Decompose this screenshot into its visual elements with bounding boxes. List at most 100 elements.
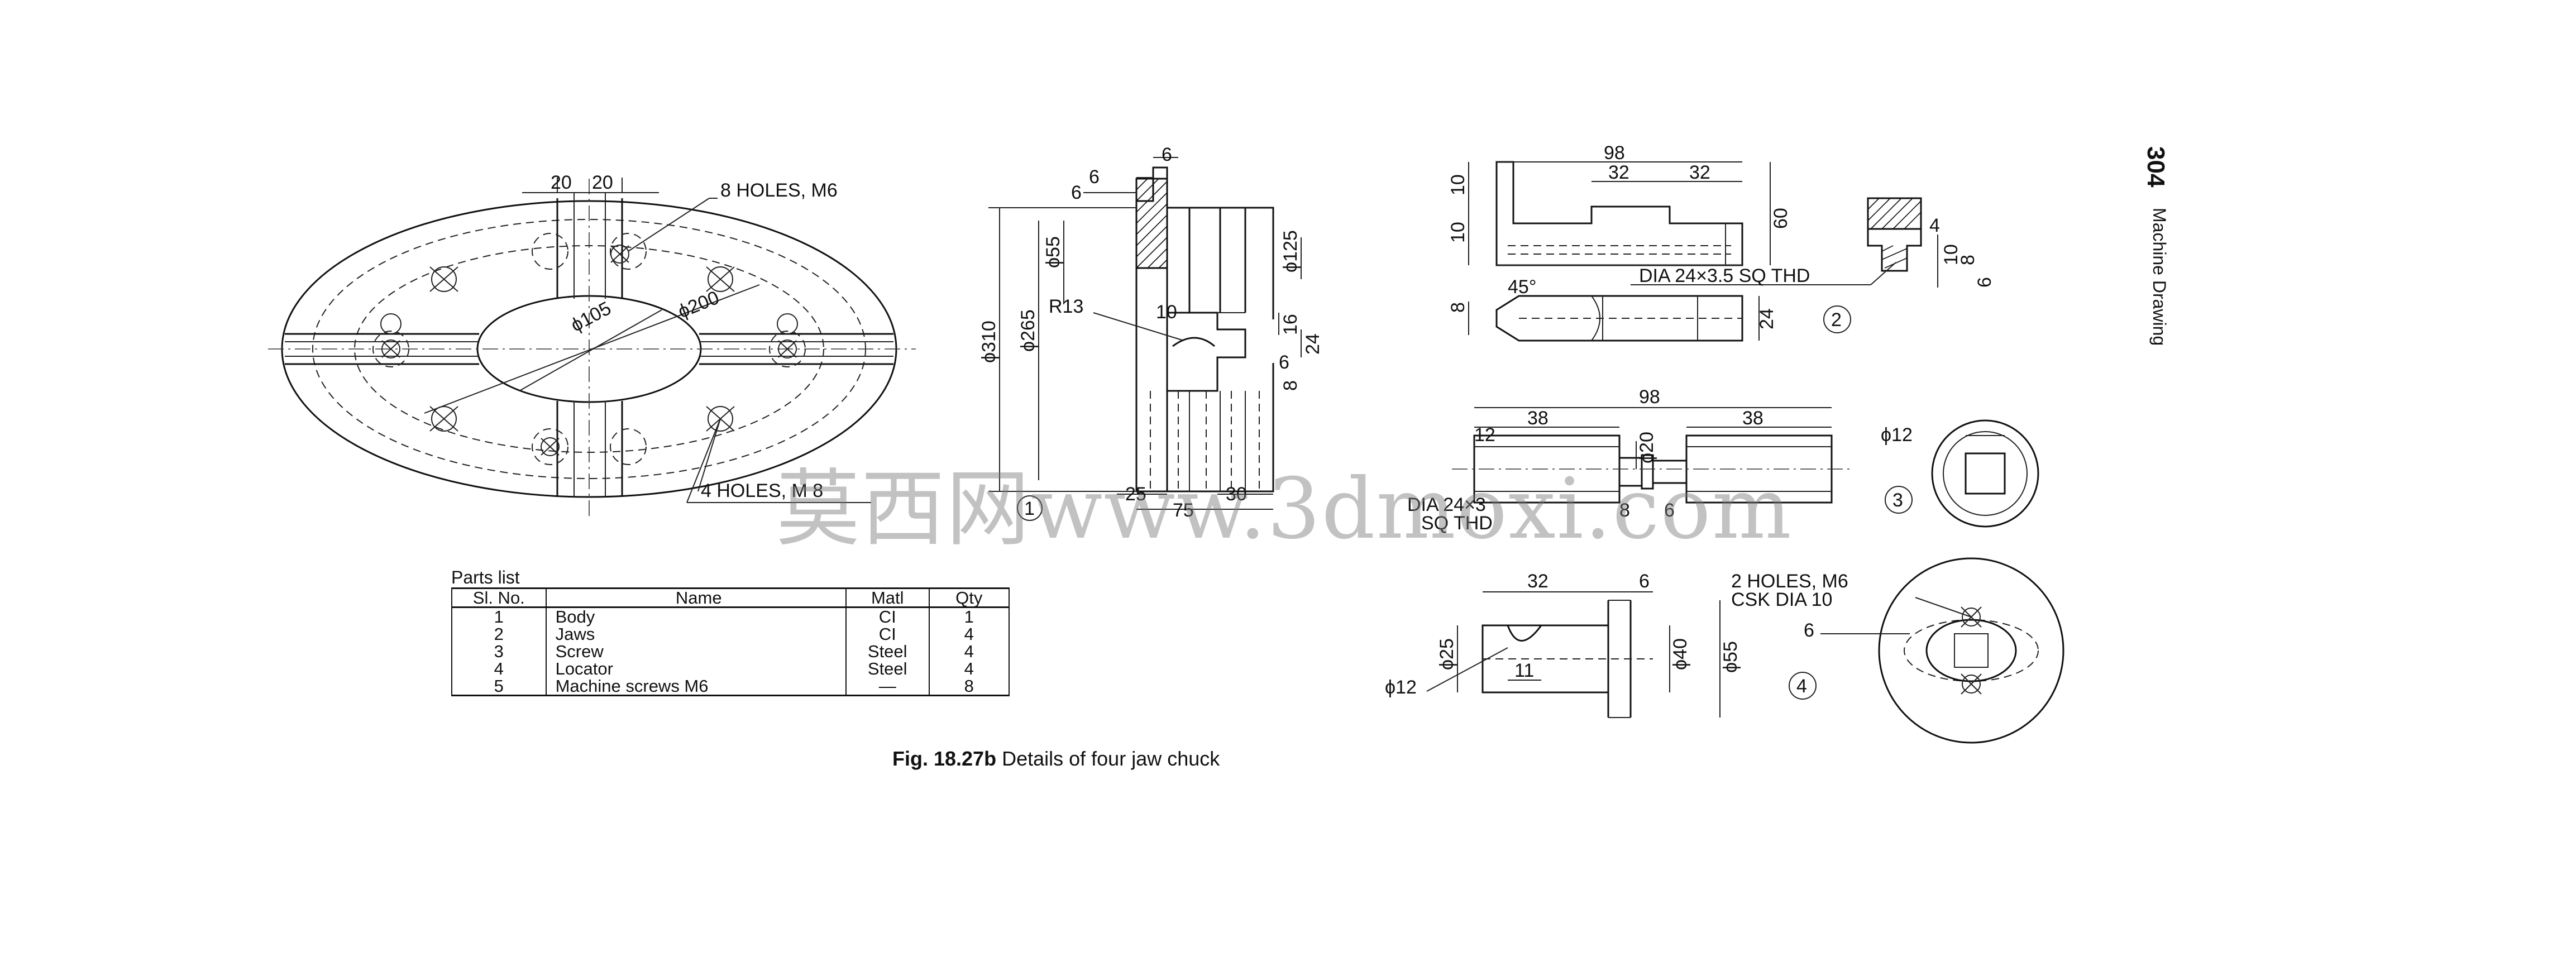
figure-label: Fig. 18.27b bbox=[892, 747, 997, 770]
parts-cell-qty: 4 bbox=[928, 643, 1010, 660]
locator-balloon-4: 4 bbox=[1796, 676, 1807, 697]
jaw-dim-32-b: 32 bbox=[1689, 162, 1710, 183]
jaw-dim-6: 6 bbox=[1974, 277, 1995, 288]
screw-dim-8: 8 bbox=[1619, 500, 1630, 521]
locator-dim-dia-40: ϕ40 bbox=[1670, 638, 1691, 670]
parts-header-name: Name bbox=[545, 587, 847, 608]
locator-dim-dia-12: ϕ12 bbox=[1385, 677, 1417, 698]
body-dim-20-b: 20 bbox=[592, 172, 613, 193]
table-row: 1 Body CI 1 bbox=[451, 607, 1010, 625]
jaw-dim-98: 98 bbox=[1604, 142, 1625, 164]
screw-dim-38-a: 38 bbox=[1527, 408, 1549, 429]
screw-dim-98: 98 bbox=[1639, 386, 1660, 408]
screw-end-dim-dia-12: ϕ12 bbox=[1881, 424, 1913, 446]
parts-cell-name: Jaws bbox=[545, 625, 847, 643]
section-dim-6-d: 6 bbox=[1279, 352, 1289, 373]
section-dim-6-b: 6 bbox=[1071, 182, 1082, 203]
body-note-8-holes: 8 HOLES, M6 bbox=[720, 180, 838, 201]
parts-cell-no: 5 bbox=[451, 677, 547, 696]
watermark-text: 莫西网www.3dmoxi.com bbox=[776, 461, 1793, 558]
parts-cell-qty: 1 bbox=[928, 607, 1010, 625]
parts-cell-qty: 4 bbox=[928, 660, 1010, 677]
jaw-dim-10-c: 10 bbox=[1941, 244, 1962, 265]
table-row: 2 Jaws CI 4 bbox=[451, 625, 1010, 643]
parts-header-sl-no: Sl. No. bbox=[451, 587, 547, 608]
screw-dim-dia-20: ϕ20 bbox=[1636, 432, 1657, 463]
pin-view: 8 45° 24 2 bbox=[1447, 276, 1851, 342]
section-dim-30: 30 bbox=[1226, 484, 1247, 505]
section-dim-10: 10 bbox=[1156, 302, 1177, 323]
locator-end-dim-6: 6 bbox=[1804, 620, 1814, 641]
screw-dim-38-b: 38 bbox=[1742, 408, 1763, 429]
section-dim-24: 24 bbox=[1302, 333, 1323, 355]
parts-cell-matl: CI bbox=[845, 625, 930, 643]
parts-cell-matl: Steel bbox=[845, 660, 930, 677]
section-dim-16: 16 bbox=[1280, 314, 1301, 335]
locator-dim-dia-55: ϕ55 bbox=[1720, 641, 1741, 673]
parts-header-qty: Qty bbox=[928, 587, 1010, 608]
table-row: 3 Screw Steel 4 bbox=[451, 643, 1010, 660]
screw-dim-6: 6 bbox=[1664, 500, 1675, 521]
section-balloon-1: 1 bbox=[1024, 498, 1035, 519]
jaw-view: 98 32 32 10 10 60 4 10 8 6 DIA 24×3.5 SQ… bbox=[1447, 142, 1995, 288]
locator-note-line-2: CSK DIA 10 bbox=[1731, 589, 1832, 610]
running-head: Machine Drawing bbox=[2149, 208, 2169, 346]
locator-dim-6: 6 bbox=[1639, 571, 1650, 592]
parts-cell-name: Locator bbox=[545, 660, 847, 677]
parts-list-header-row: Sl. No. Name Matl Qty bbox=[451, 587, 1010, 608]
section-dim-6-a: 6 bbox=[1089, 166, 1100, 188]
parts-cell-qty: 8 bbox=[928, 677, 1010, 696]
parts-list-table: Sl. No. Name Matl Qty 1 Body CI 1 2 Jaws… bbox=[451, 587, 1010, 696]
parts-cell-name: Body bbox=[545, 607, 847, 625]
parts-cell-name: Machine screws M6 bbox=[545, 677, 847, 696]
screw-note-line-2: SQ THD bbox=[1421, 513, 1493, 534]
pin-dim-45deg: 45° bbox=[1508, 276, 1536, 298]
section-dim-8: 8 bbox=[1280, 380, 1301, 391]
section-dim-dia-55: ϕ55 bbox=[1043, 236, 1064, 268]
locator-dim-32: 32 bbox=[1527, 571, 1549, 592]
parts-cell-matl: — bbox=[845, 677, 930, 696]
jaw-dim-10-a: 10 bbox=[1447, 174, 1469, 195]
jaw-dim-8: 8 bbox=[1957, 255, 1978, 265]
jaw-dim-32-a: 32 bbox=[1608, 162, 1629, 183]
locator-note-line-1: 2 HOLES, M6 bbox=[1731, 571, 1848, 592]
section-dim-dia-125: ϕ125 bbox=[1280, 230, 1301, 272]
screw-dim-12: 12 bbox=[1474, 424, 1495, 446]
body-note-4-holes: 4 HOLES, M 8 bbox=[701, 480, 823, 501]
jaw-dim-60: 60 bbox=[1770, 208, 1791, 229]
parts-cell-qty: 4 bbox=[928, 625, 1010, 643]
section-dim-dia-265: ϕ265 bbox=[1017, 309, 1039, 352]
locator-view: 32 6 ϕ25 ϕ40 ϕ55 ϕ12 11 2 HOLES, M6 CSK … bbox=[1385, 557, 2064, 744]
section-dim-r13: R13 bbox=[1049, 296, 1083, 317]
pin-balloon-2: 2 bbox=[1831, 309, 1842, 331]
table-row: 5 Machine screws M6 — 8 bbox=[451, 677, 1010, 696]
page-number: 304 bbox=[2142, 146, 2169, 188]
screw-balloon-3: 3 bbox=[1892, 490, 1903, 511]
body-section-view: 6 6 6 ϕ310 ϕ265 ϕ55 ϕ125 R13 10 16 24 6 … bbox=[978, 144, 1323, 521]
section-dim-6-c: 6 bbox=[1162, 144, 1172, 165]
section-dim-25: 25 bbox=[1125, 484, 1146, 505]
screw-view: 98 38 38 12 ϕ20 8 6 DIA 24×3 SQ THD ϕ12 … bbox=[1407, 386, 2039, 534]
jaw-dim-10-b: 10 bbox=[1447, 222, 1469, 243]
parts-cell-no: 4 bbox=[451, 660, 547, 677]
screw-note-line-1: DIA 24×3 bbox=[1407, 494, 1486, 515]
figure-caption: Fig. 18.27b Details of four jaw chuck bbox=[892, 747, 1220, 771]
locator-dim-11: 11 bbox=[1514, 660, 1534, 681]
parts-cell-no: 2 bbox=[451, 625, 547, 643]
parts-cell-matl: Steel bbox=[845, 643, 930, 660]
pin-dim-24: 24 bbox=[1756, 308, 1777, 329]
section-dim-75: 75 bbox=[1173, 500, 1194, 521]
body-dim-20-a: 20 bbox=[551, 172, 572, 193]
locator-dim-dia-25: ϕ25 bbox=[1436, 638, 1457, 670]
parts-list-caption: Parts list bbox=[451, 567, 520, 587]
jaw-note-thread: DIA 24×3.5 SQ THD bbox=[1639, 265, 1810, 286]
body-dim-dia-200: ϕ200 bbox=[675, 287, 722, 323]
body-dim-dia-105: ϕ105 bbox=[567, 298, 615, 336]
figure-title: Details of four jaw chuck bbox=[1002, 747, 1220, 770]
parts-header-matl: Matl bbox=[845, 587, 930, 608]
jaw-dim-4: 4 bbox=[1929, 215, 1940, 236]
parts-cell-name: Screw bbox=[545, 643, 847, 660]
parts-cell-no: 1 bbox=[451, 607, 547, 625]
section-dim-dia-310: ϕ310 bbox=[978, 321, 1000, 363]
